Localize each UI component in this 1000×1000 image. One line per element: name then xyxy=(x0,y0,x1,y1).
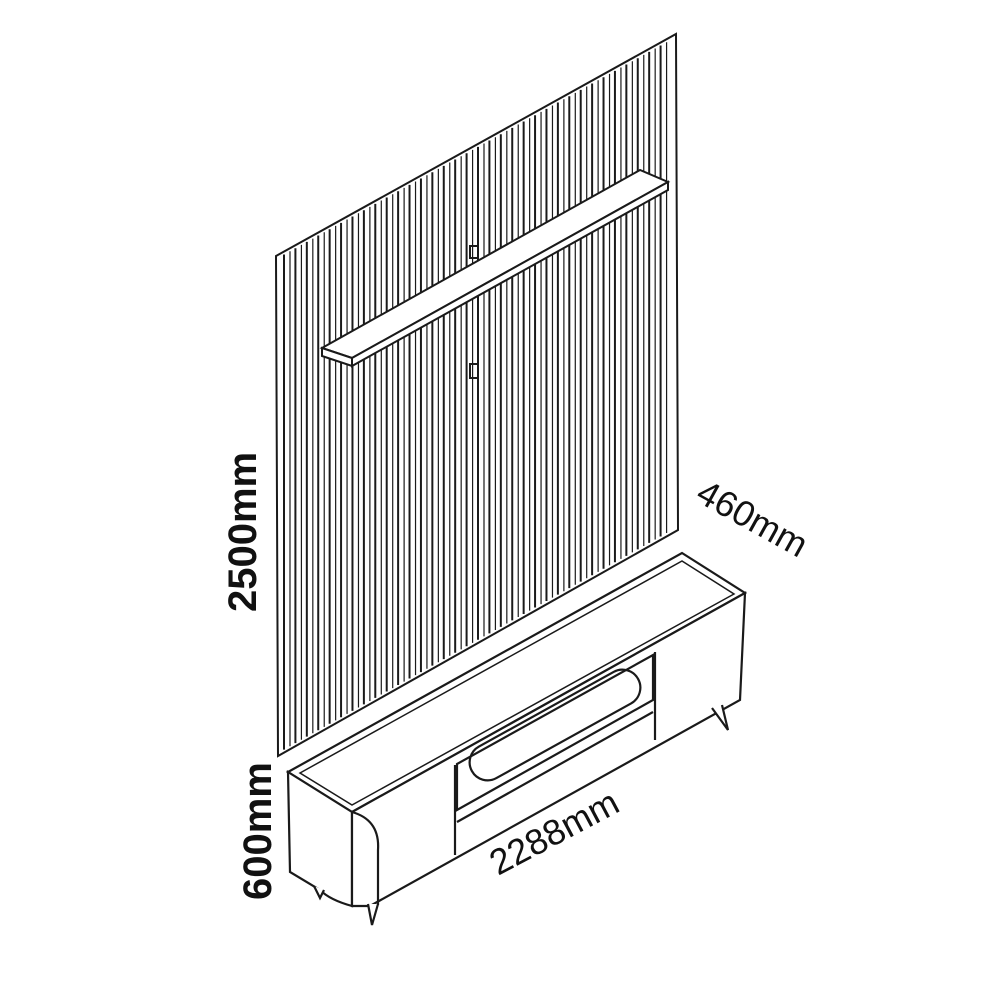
shelf-front-long xyxy=(351,180,669,368)
leg xyxy=(366,903,380,926)
cabinet-top-inset xyxy=(298,560,736,806)
leg xyxy=(313,885,325,901)
cabinet-height-label: 600mm xyxy=(236,762,280,900)
cabinet-legs xyxy=(313,704,730,926)
oval-cutout xyxy=(468,668,642,782)
floating-shelf xyxy=(319,168,671,368)
bracket-icon xyxy=(469,245,479,259)
open-niche xyxy=(455,653,655,812)
cabinet-corner-curve xyxy=(351,810,380,905)
leg xyxy=(711,704,730,731)
mounting-brackets xyxy=(469,245,479,379)
drawer-line xyxy=(456,711,654,823)
bracket-icon xyxy=(469,363,479,379)
panel-slats xyxy=(283,42,668,750)
tv-cabinet xyxy=(285,551,748,926)
cabinet-depth-label: 460mm xyxy=(690,471,815,565)
panel-height-label: 2500mm xyxy=(221,452,265,612)
